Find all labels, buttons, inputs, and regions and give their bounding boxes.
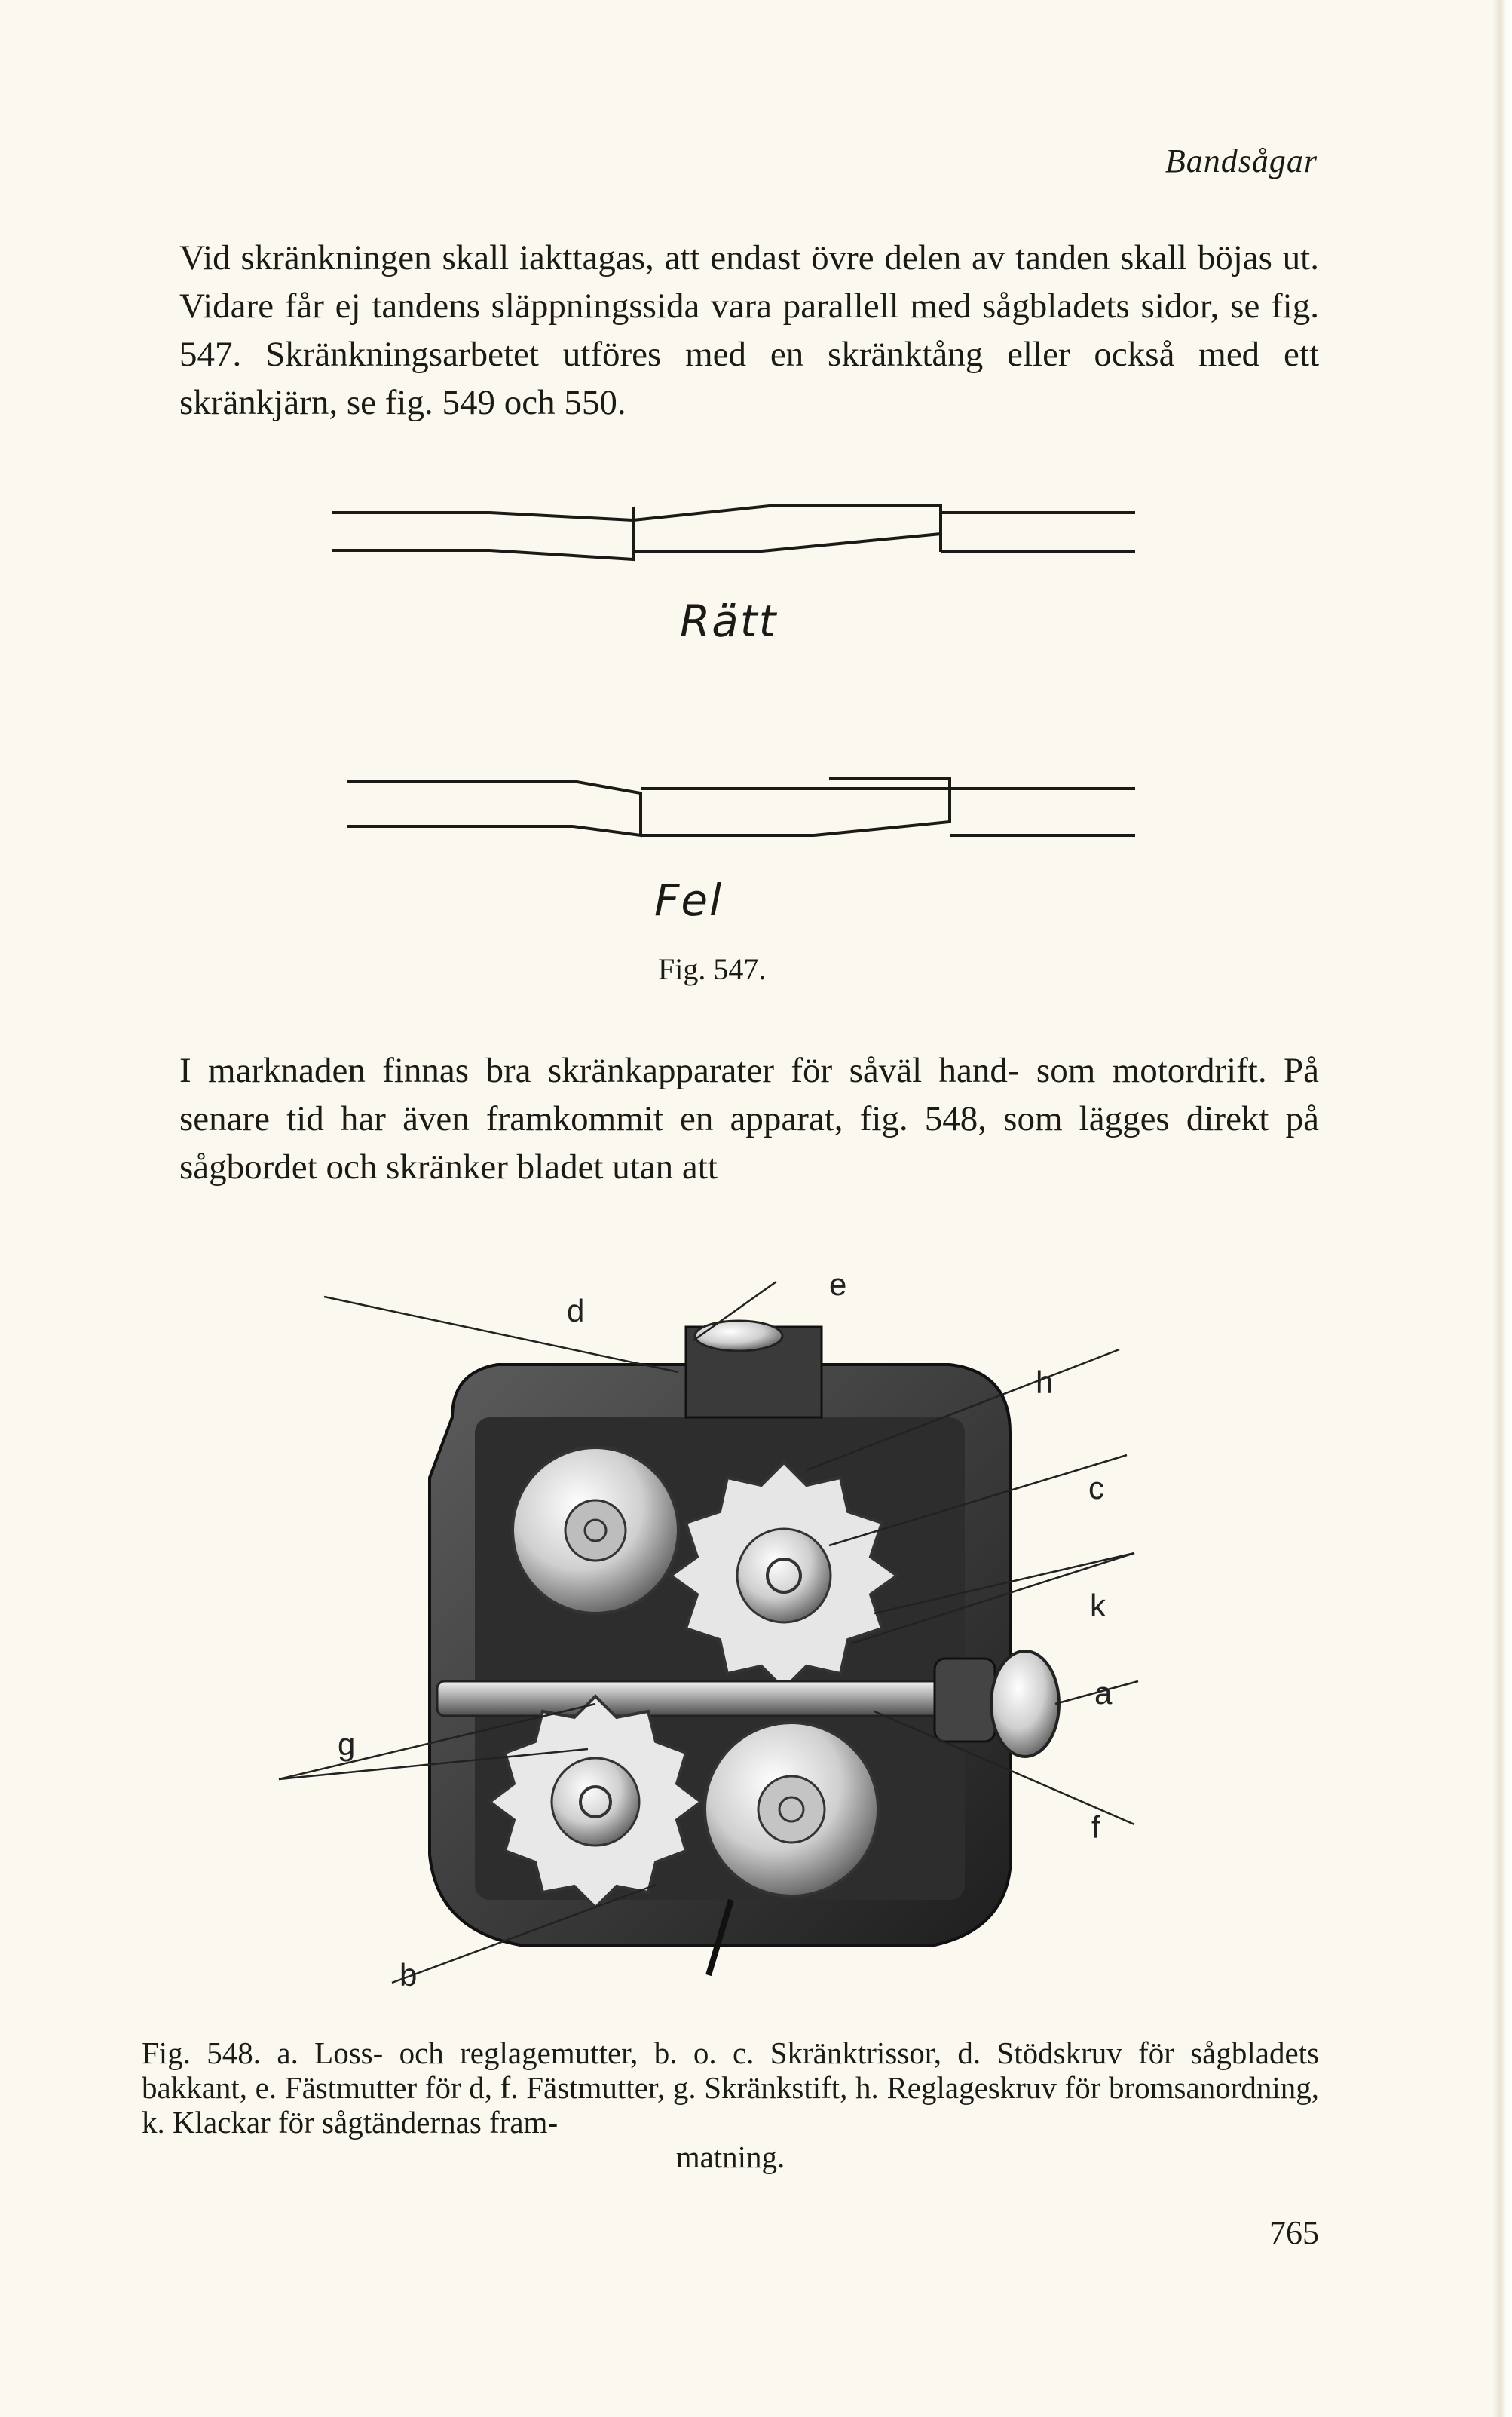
- body-paragraph-1: Vid skränkningen skall iakttagas, att en…: [179, 238, 1319, 422]
- page-number: 765: [1269, 2214, 1319, 2251]
- callout-c: c: [1088, 1470, 1104, 1506]
- page-edge: [1492, 0, 1512, 2417]
- body-paragraph-2: I marknaden finnas bra skränkapparater f…: [179, 1051, 1319, 1187]
- figure-548-caption-main: Fig. 548. a. Loss- och reglagemutter, b.…: [142, 2036, 1319, 2140]
- figure-547-caption: Fig. 547.: [658, 952, 767, 986]
- running-header: Bandsågar: [1165, 142, 1318, 179]
- callout-h: h: [1036, 1365, 1054, 1400]
- figure-548-caption-last: matning.: [675, 2140, 785, 2174]
- callout-f: f: [1091, 1809, 1100, 1845]
- label-correct: Rätt: [680, 596, 778, 647]
- callout-g: g: [338, 1726, 356, 1762]
- callout-e: e: [829, 1267, 847, 1302]
- figure-547-wrong-diagram: [347, 777, 1135, 838]
- figure-547-correct-diagram: [332, 504, 1135, 562]
- callout-d: d: [567, 1293, 585, 1328]
- figure-548-apparatus-photo: [278, 1280, 1139, 1984]
- callout-a: a: [1094, 1675, 1113, 1711]
- callout-b: b: [399, 1957, 418, 1993]
- label-wrong: Fel: [654, 875, 724, 926]
- callout-k: k: [1090, 1588, 1106, 1623]
- figure-548-caption: Fig. 548. a. Loss- och reglagemutter, b.…: [142, 2036, 1319, 2174]
